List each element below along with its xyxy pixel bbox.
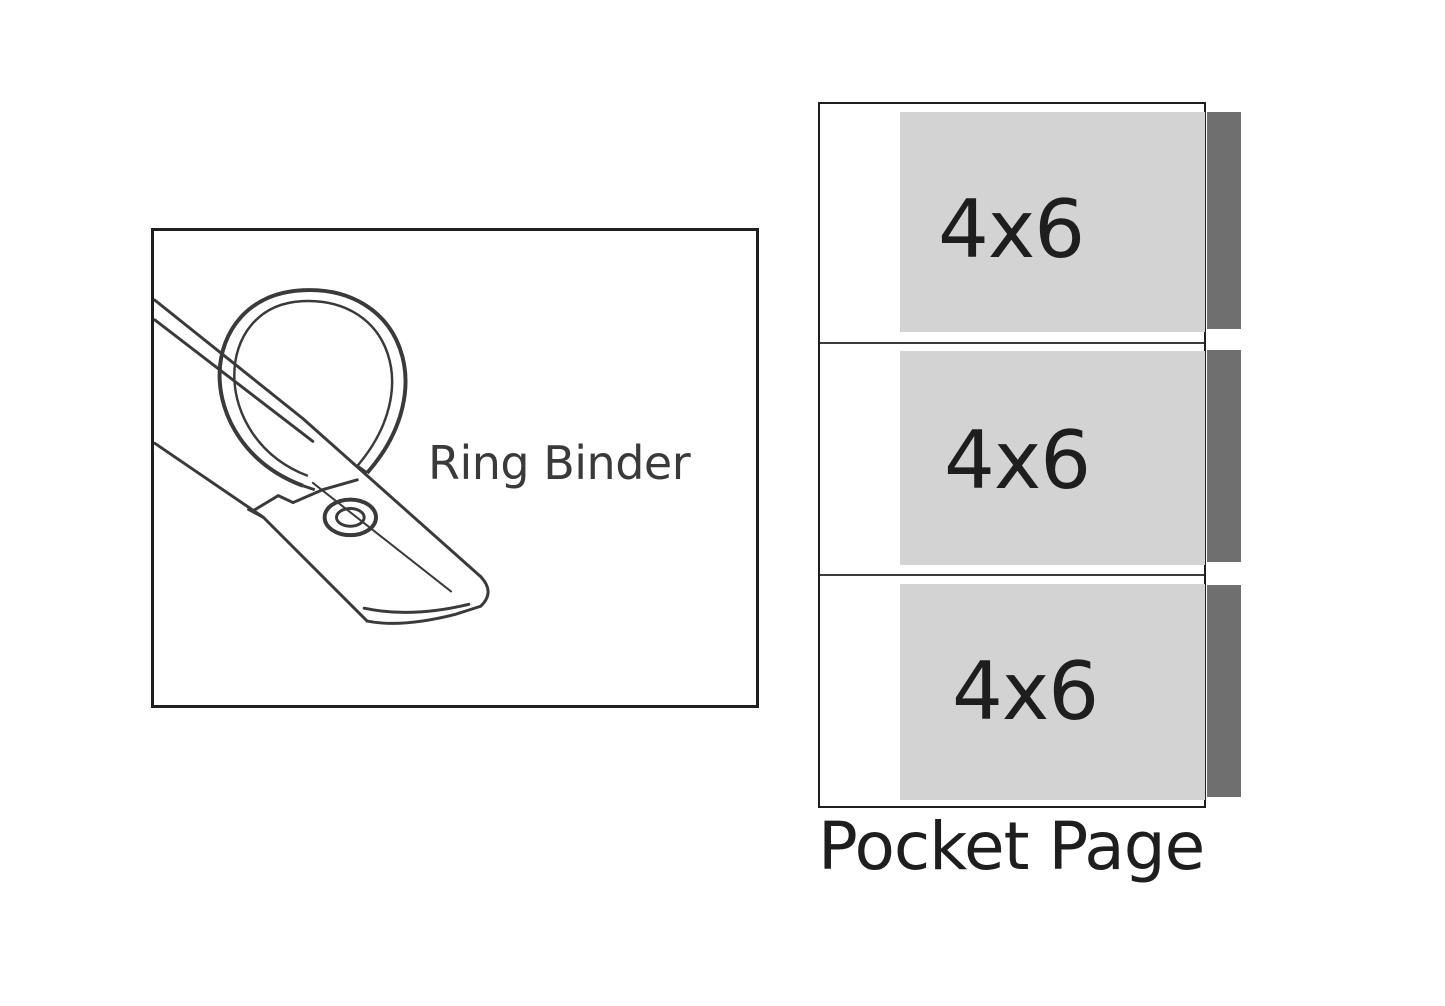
- pocket-page: 4x6 4x6 4x6: [818, 102, 1206, 808]
- pocket-page-caption: Pocket Page: [818, 808, 1205, 885]
- ring-binder-icon: [154, 288, 490, 625]
- photo-pocket-2: 4x6: [900, 351, 1205, 565]
- photo-pocket-3: 4x6: [900, 584, 1205, 800]
- pocket-divider: [820, 342, 1204, 344]
- pocket-size-label: 4x6: [944, 414, 1091, 507]
- pocket-size-label: 4x6: [938, 183, 1085, 276]
- pocket-shadow-2: [1207, 350, 1241, 562]
- pocket-size-label: 4x6: [952, 645, 1099, 738]
- pocket-shadow-3: [1207, 585, 1241, 797]
- ring-binder-panel: Ring Binder: [151, 228, 759, 708]
- photo-pocket-1: 4x6: [900, 112, 1205, 332]
- ring-binder-label: Ring Binder: [428, 436, 691, 490]
- pocket-divider: [820, 574, 1204, 576]
- pocket-shadow-1: [1207, 112, 1241, 329]
